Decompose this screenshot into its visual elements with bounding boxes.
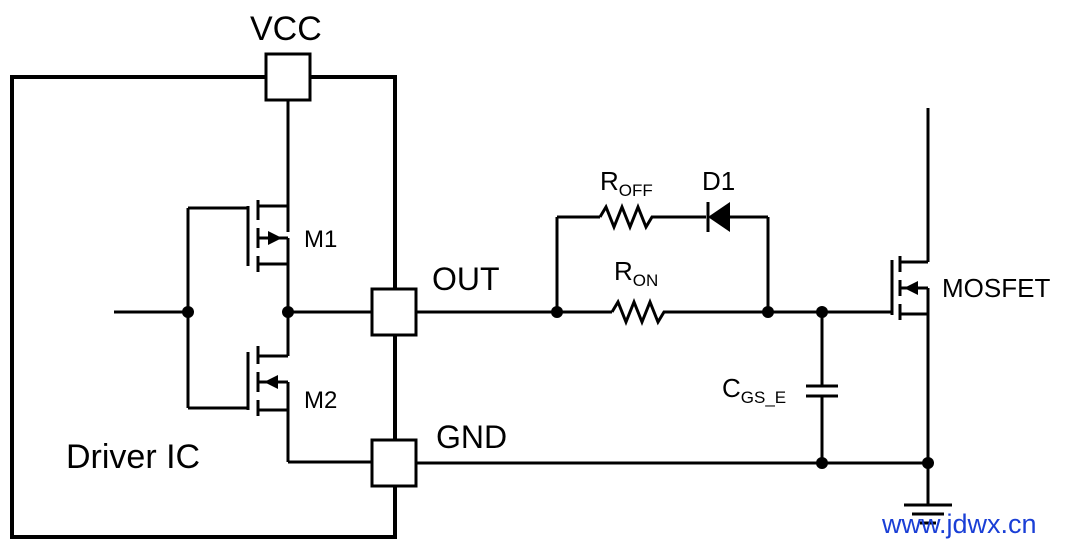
ground-symbol bbox=[904, 503, 952, 525]
out-pin bbox=[370, 287, 418, 337]
ron-junction bbox=[762, 306, 774, 318]
d1-label: D1 bbox=[702, 166, 735, 196]
d1-diode bbox=[706, 202, 730, 232]
watermark: www.jdwx.cn bbox=[881, 509, 1037, 539]
r-on-resistor bbox=[610, 297, 670, 327]
m1-label: M1 bbox=[304, 226, 337, 253]
r-on-sub: ON bbox=[633, 271, 659, 290]
drain-junction bbox=[282, 306, 294, 318]
r-off-sub: OFF bbox=[619, 181, 653, 200]
r-off-resistor bbox=[598, 202, 660, 232]
vcc-label: VCC bbox=[250, 10, 322, 48]
out-label: OUT bbox=[432, 261, 500, 297]
vcc-pin bbox=[264, 52, 312, 102]
gate-junction bbox=[182, 306, 194, 318]
gnd-pin bbox=[370, 438, 418, 488]
cap-bottom-junction bbox=[816, 457, 828, 469]
m2-transistor bbox=[246, 310, 290, 462]
mosfet-label: MOSFET bbox=[942, 273, 1050, 303]
driver-ic-label: Driver IC bbox=[66, 438, 200, 476]
cap-main: C bbox=[722, 373, 741, 403]
r-off-main: R bbox=[600, 166, 619, 196]
mosfet bbox=[890, 108, 930, 505]
gnd-label: GND bbox=[436, 419, 507, 455]
cap-label: CGS_E bbox=[722, 373, 786, 407]
m1-transistor bbox=[246, 200, 290, 310]
r-on-main: R bbox=[614, 256, 633, 286]
r-on-label: RON bbox=[614, 256, 658, 290]
m2-label: M2 bbox=[304, 387, 337, 414]
cap-sub: GS_E bbox=[741, 388, 786, 407]
r-off-label: ROFF bbox=[600, 166, 653, 200]
